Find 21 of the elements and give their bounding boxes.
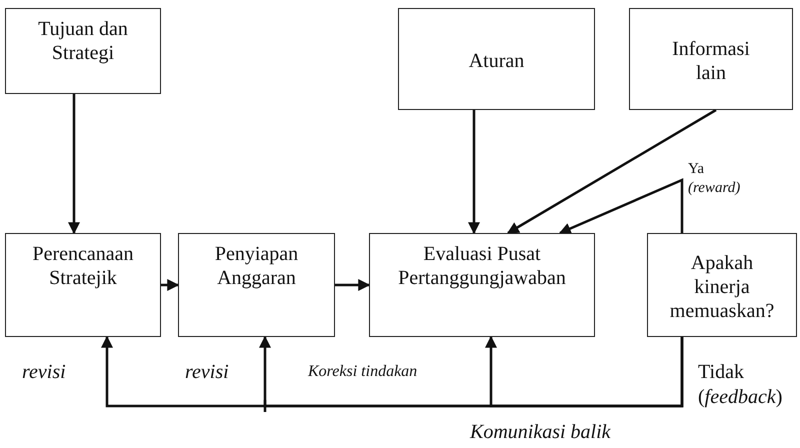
process-box (398, 8, 595, 110)
box-label: Penyiapan Anggaran (214, 242, 300, 290)
process-box (5, 8, 161, 94)
arrow (506, 108, 717, 234)
process-box (647, 233, 797, 337)
arrow (558, 178, 684, 234)
box-label: Informasi lain (671, 37, 751, 85)
process-box (5, 233, 161, 337)
arrow (161, 279, 180, 291)
box-label: Aturan (468, 49, 524, 73)
arrow (485, 336, 684, 408)
process-box (369, 233, 595, 337)
box-label: Apakah kinerja memuaskan? (668, 251, 776, 323)
box-label: Evaluasi Pusat Pertanggungjawaban (397, 242, 567, 290)
process-box (178, 233, 335, 337)
arrow (468, 110, 480, 234)
arrow (335, 279, 370, 291)
arrow (68, 94, 80, 234)
box-label: Tujuan dan Strategi (37, 17, 129, 65)
box-label: Perencanaan Stratejik (31, 242, 135, 290)
process-box (629, 8, 793, 110)
